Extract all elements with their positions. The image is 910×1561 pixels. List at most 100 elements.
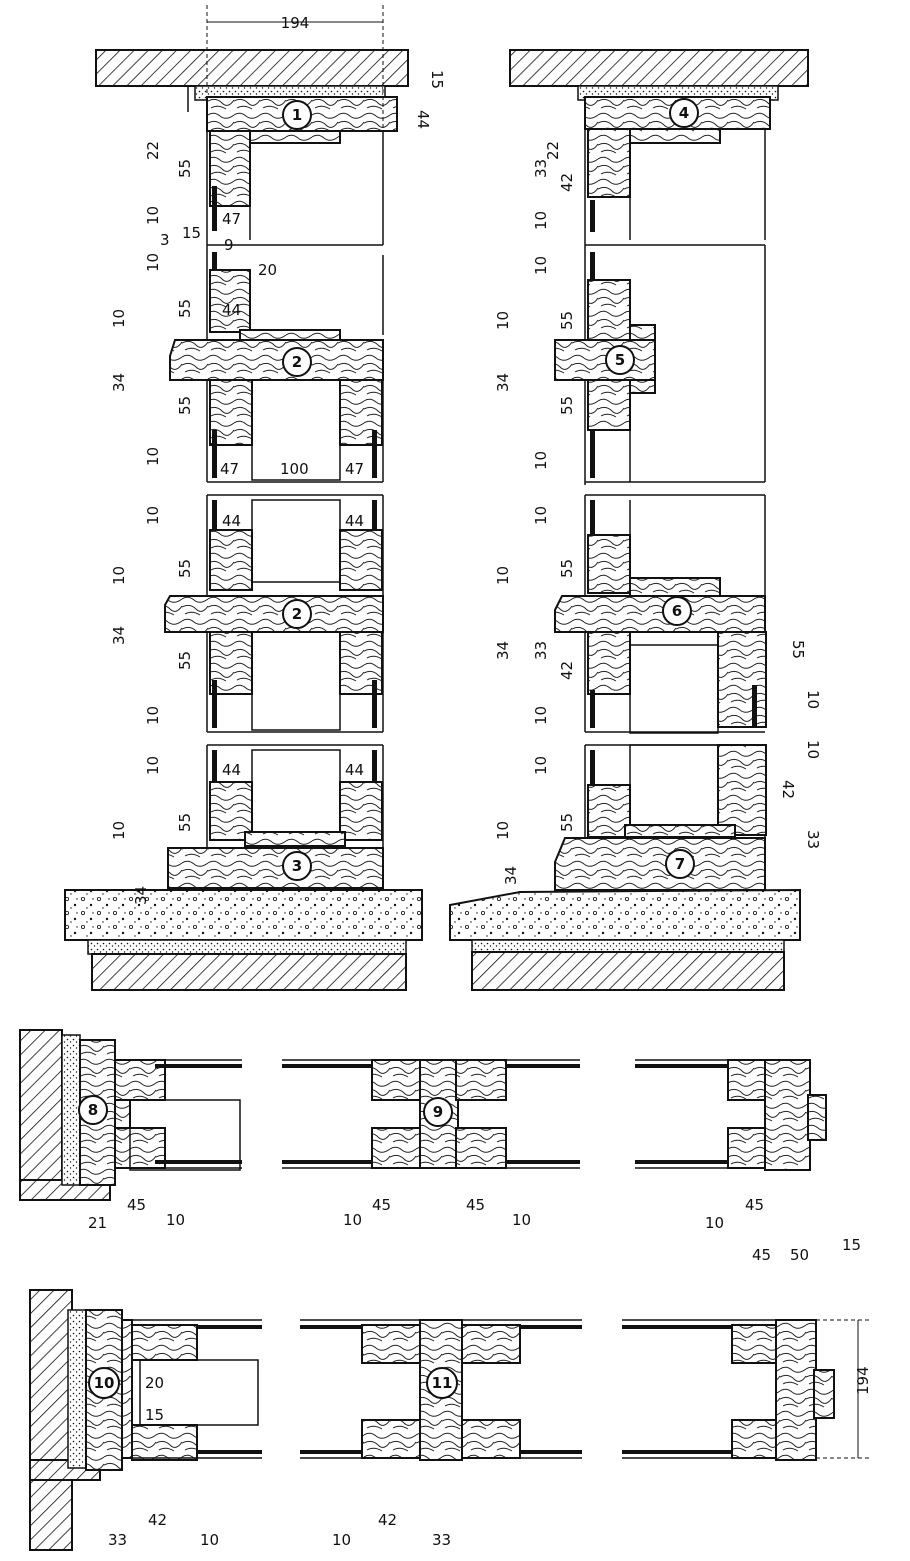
dim-20: 20 [258, 261, 277, 279]
dim-r-42-b: 42 [558, 661, 576, 680]
dim-r-55-c: 55 [558, 559, 576, 578]
dim-b2-20: 20 [145, 1374, 164, 1392]
label-circle-7: 7 [665, 849, 695, 879]
label-circle-1: 1 [282, 100, 312, 130]
dim-9: 9 [224, 236, 234, 254]
dim-r-10-b: 10 [532, 256, 550, 275]
dims-top-right: 22 33 42 10 10 55 10 34 55 10 10 55 10 3… [494, 141, 822, 885]
dim-b1-45-b: 45 [372, 1196, 391, 1214]
label-3: 3 [292, 857, 302, 875]
label-4: 4 [679, 104, 689, 122]
dim-44-a: 44 [222, 301, 241, 319]
dims-top-left: 194 15 44 22 55 10 15 3 10 55 10 34 55 1… [110, 14, 446, 905]
dim-47-c: 47 [345, 460, 364, 478]
section-bottom-row2 [29, 1289, 870, 1551]
dim-55-b: 55 [176, 299, 194, 318]
dim-b2-194: 194 [854, 1366, 872, 1395]
dim-55-d: 55 [176, 559, 194, 578]
dim-b1-21: 21 [88, 1214, 107, 1232]
dim-b2-33-a: 33 [108, 1531, 127, 1549]
dim-r-10-h: 10 [532, 756, 550, 775]
dim-44-b: 44 [222, 512, 241, 530]
label-5: 5 [615, 351, 625, 369]
dim-b1-10-a: 10 [166, 1211, 185, 1229]
dim-rr-42: 42 [779, 780, 797, 799]
dim-44-c: 44 [345, 512, 364, 530]
dim-b1-45-c: 45 [466, 1196, 485, 1214]
label-circle-11: 11 [426, 1367, 458, 1399]
dim-rr-10-a: 10 [804, 690, 822, 709]
label-circle-4: 4 [669, 98, 699, 128]
dim-r-22: 22 [544, 141, 562, 160]
section-bottom-row1 [19, 1029, 827, 1201]
label-circle-2b: 2 [282, 599, 312, 629]
label-7: 7 [675, 855, 685, 873]
dim-44-d: 44 [222, 761, 241, 779]
dim-10-d: 10 [144, 447, 162, 466]
dim-b2-33-b: 33 [432, 1531, 451, 1549]
label-circle-10: 10 [88, 1367, 120, 1399]
dim-rr-55: 55 [789, 640, 807, 659]
dim-34-b: 34 [110, 626, 128, 645]
label-2b: 2 [292, 605, 302, 623]
dim-47-a: 47 [222, 210, 241, 228]
dims-bottom-row1: 21 45 10 10 45 45 10 10 45 45 50 15 [88, 1196, 861, 1264]
dim-10-i: 10 [110, 821, 128, 840]
label-2a: 2 [292, 353, 302, 371]
dim-b1-50: 50 [790, 1246, 809, 1264]
dim-10-e: 10 [144, 506, 162, 525]
dim-100: 100 [280, 460, 309, 478]
dim-10-a: 10 [144, 206, 162, 225]
dim-r-10-i: 10 [494, 821, 512, 840]
dim-b1-10-d: 10 [705, 1214, 724, 1232]
dim-b2-10-a: 10 [200, 1531, 219, 1549]
label-1: 1 [292, 106, 302, 124]
dim-55-a: 55 [176, 159, 194, 178]
dim-194-top: 194 [281, 14, 310, 32]
dim-b1-10-c: 10 [512, 1211, 531, 1229]
dim-r-34-b: 34 [494, 641, 512, 660]
dim-10-h: 10 [144, 756, 162, 775]
dims-bottom-row2: 20 15 33 42 10 10 42 33 194 [108, 1366, 872, 1549]
section-top-left [64, 5, 423, 991]
dim-r-34-c: 34 [502, 866, 520, 885]
dim-b1-15: 15 [842, 1236, 861, 1254]
label-6: 6 [672, 602, 682, 620]
label-circle-6: 6 [662, 596, 692, 626]
dim-r-42-a: 42 [558, 173, 576, 192]
label-11: 11 [432, 1374, 453, 1392]
dim-r-10-e: 10 [532, 506, 550, 525]
position-labels: 1 2 2 3 4 5 6 7 8 9 10 11 [78, 98, 699, 1399]
label-9: 9 [433, 1103, 443, 1121]
dim-10-f: 10 [110, 566, 128, 585]
label-circle-5: 5 [605, 345, 635, 375]
dim-r-33-b: 33 [532, 641, 550, 660]
dim-r-55-a: 55 [558, 311, 576, 330]
label-8: 8 [88, 1101, 98, 1119]
dim-34-a: 34 [110, 373, 128, 392]
dim-b1-45-a: 45 [127, 1196, 146, 1214]
dim-44-e: 44 [345, 761, 364, 779]
dim-10-c: 10 [110, 309, 128, 328]
dim-b2-42-a: 42 [148, 1511, 167, 1529]
dim-10-b: 10 [144, 253, 162, 272]
dim-22: 22 [144, 141, 162, 160]
label-circle-9: 9 [423, 1097, 453, 1127]
dim-b1-45-d: 45 [745, 1196, 764, 1214]
dim-10-g: 10 [144, 706, 162, 725]
label-circle-8: 8 [78, 1095, 108, 1125]
dim-55-e: 55 [176, 651, 194, 670]
dim-r-33-a: 33 [532, 159, 550, 178]
label-circle-3: 3 [282, 851, 312, 881]
label-circle-2a: 2 [282, 347, 312, 377]
dim-b1-45-e: 45 [752, 1246, 771, 1264]
dim-3: 3 [160, 231, 170, 249]
dim-b2-10-b: 10 [332, 1531, 351, 1549]
dim-r-55-d: 55 [558, 813, 576, 832]
dim-b1-10-b: 10 [343, 1211, 362, 1229]
dim-r-10-a: 10 [532, 211, 550, 230]
dim-47-b: 47 [220, 460, 239, 478]
dim-15-a: 15 [182, 224, 201, 242]
dim-rr-10-b: 10 [804, 740, 822, 759]
